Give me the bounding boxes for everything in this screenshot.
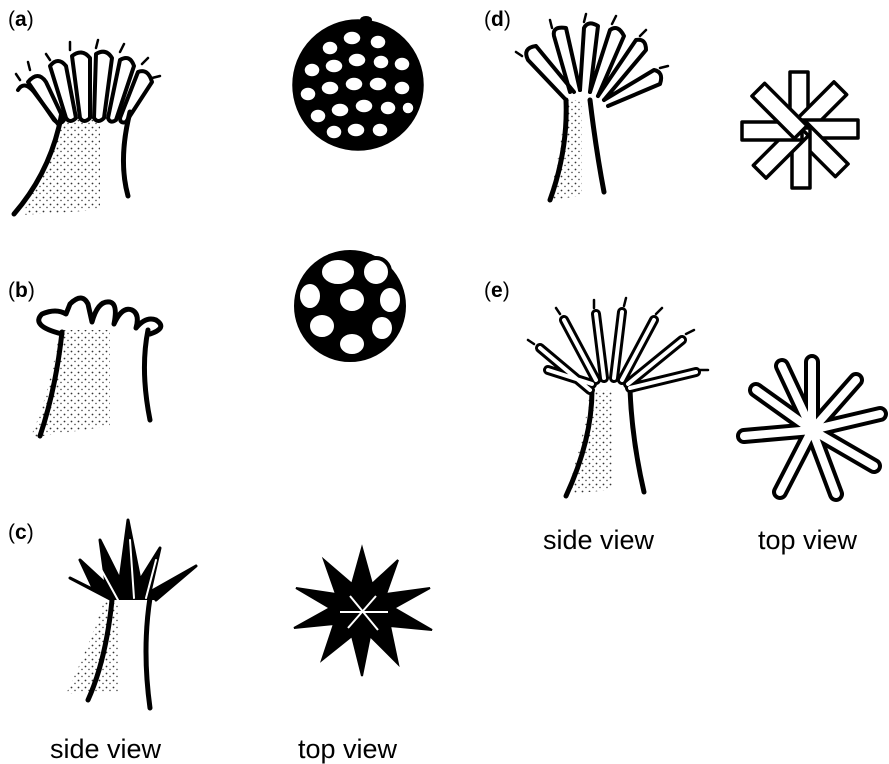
- top-view-d: [742, 72, 858, 188]
- side-view-b: [30, 298, 161, 438]
- side-view-e: [528, 298, 708, 496]
- side-view-a: [14, 40, 160, 215]
- stalk-right-edge-a: [123, 112, 130, 196]
- side-view-d: [516, 14, 668, 200]
- top-view-c: [294, 548, 432, 676]
- side-view-c: [66, 520, 196, 708]
- top-view-b: [296, 252, 404, 360]
- top-view-a: [294, 16, 422, 149]
- top-view-e: [744, 362, 880, 494]
- stalk-stipple-a: [22, 120, 100, 215]
